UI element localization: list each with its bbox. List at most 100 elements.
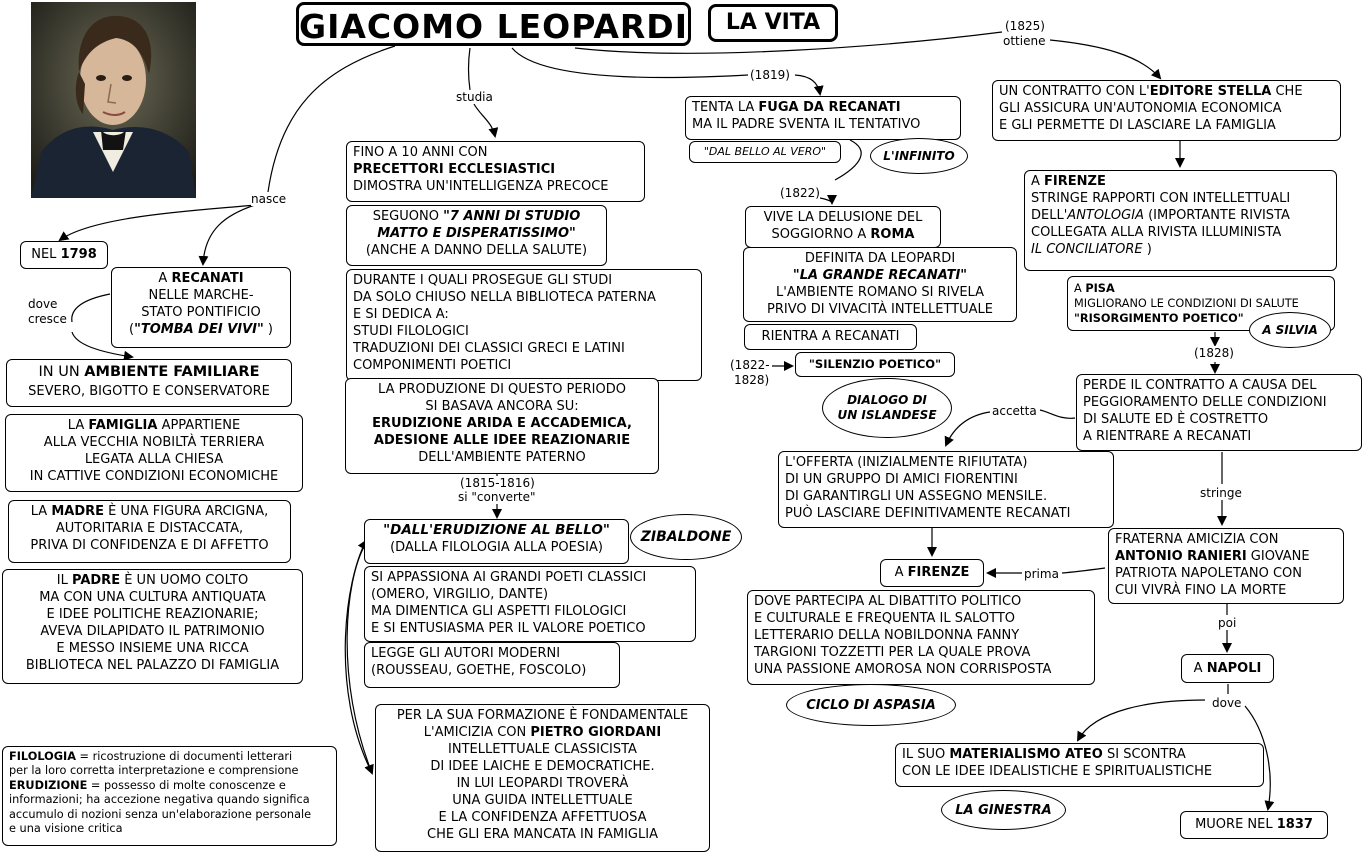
- text: PER LA SUA FORMAZIONE È FONDAMENTALE: [396, 708, 689, 723]
- text: MA CON UNA CULTURA ANTIQUATA: [39, 590, 266, 605]
- box-sette-anni: SEGUONO "7 ANNI DI STUDIO MATTO E DISPER…: [346, 205, 607, 266]
- text: APPARTIENE: [157, 418, 241, 433]
- box-materialismo: IL SUO MATERIALISMO ATEO SI SCONTRA CON …: [895, 743, 1264, 787]
- text: È UNA FIGURA ARCIGNA,: [104, 504, 269, 519]
- text: PATRIOTA NAPOLETANO CON: [1115, 566, 1302, 581]
- text: ALLA VECCHIA NOBILTÀ TERRIERA: [43, 435, 265, 450]
- label-1822-1828-a: (1822-: [730, 358, 770, 372]
- text: DELL': [1031, 208, 1068, 223]
- text-grande-recanati: "LA GRANDE RECANATI": [792, 268, 968, 283]
- label-si-converte: si "converte": [458, 490, 536, 504]
- box-grande-recanati: DEFINITA DA LEOPARDI "LA GRANDE RECANATI…: [743, 247, 1017, 322]
- box-famiglia: LA FAMIGLIA APPARTIENE ALLA VECCHIA NOBI…: [5, 414, 303, 492]
- box-precettori: FINO A 10 ANNI CON PRECETTORI ECCLESIAST…: [346, 141, 645, 202]
- text: CHE: [1271, 84, 1303, 99]
- text: informazioni; ha accezione negativa quan…: [9, 793, 310, 807]
- text: VIVE LA DELUSIONE DEL: [763, 210, 923, 225]
- text-recanati: RECANATI: [171, 271, 244, 286]
- text: DIMOSTRA UN'INTELLIGENZA PRECOCE: [353, 179, 609, 194]
- label-ottiene: ottiene: [1003, 34, 1046, 48]
- box-rientra-recanati: RIENTRA A RECANATI: [744, 324, 917, 350]
- oval-dialogo-islandese: DIALOGO DI UN ISLANDESE: [822, 378, 952, 438]
- text-filologia: FILOLOGIA: [9, 750, 76, 763]
- text-firenze: FIRENZE: [907, 565, 970, 580]
- text: e una visione critica: [9, 822, 123, 836]
- text: CHE GLI ERA MANCATA IN FAMIGLIA: [427, 827, 658, 842]
- text: E IDEE POLITICHE REAZIONARIE;: [46, 607, 259, 622]
- text: (DALLA FILOLOGIA ALLA POESIA): [390, 540, 603, 555]
- label-nasce: nasce: [251, 192, 287, 206]
- text-madre: MADRE: [51, 504, 105, 519]
- text: A: [1074, 282, 1086, 295]
- text: AUTORITARIA E DISTACCATA,: [55, 521, 244, 536]
- text: È UN UOMO COLTO: [120, 573, 249, 588]
- text: E CULTURALE E FREQUENTA IL SALOTTO: [754, 611, 1016, 626]
- box-giordani: PER LA SUA FORMAZIONE È FONDAMENTALE L'A…: [375, 704, 710, 852]
- text: accumulo di nozioni senza un'elaborazion…: [9, 807, 312, 821]
- box-dal-bello-al-vero: "DAL BELLO AL VERO": [689, 141, 841, 163]
- text-pietro-giordani: PIETRO GIORDANI: [530, 725, 662, 740]
- text: A RIENTRARE A RECANATI: [1083, 429, 1252, 444]
- text-padre: PADRE: [72, 573, 121, 588]
- text-napoli: NAPOLI: [1206, 661, 1262, 676]
- box-produzione: LA PRODUZIONE DI QUESTO PERIODO SI BASAV…: [345, 378, 659, 474]
- text: DIALOGO DI: [847, 393, 927, 407]
- text: IN CATTIVE CONDIZIONI ECONOMICHE: [29, 469, 279, 484]
- box-firenze-2: A FIRENZE: [880, 559, 984, 587]
- text: DI GARANTIRGLI UN ASSEGNO MENSILE.: [785, 489, 1048, 504]
- box-muore-1837: MUORE NEL 1837: [1180, 811, 1328, 839]
- text: IN UN: [38, 364, 85, 380]
- text: TENTA LA: [692, 100, 759, 115]
- text-antonio-ranieri: ANTONIO RANIERI: [1115, 549, 1247, 564]
- label-dove: dove: [1212, 696, 1242, 710]
- text: (: [128, 322, 135, 337]
- text: (ROUSSEAU, GOETHE, FOSCOLO): [371, 663, 587, 678]
- text: MUORE NEL: [1195, 817, 1277, 832]
- text: A: [1031, 174, 1045, 189]
- label-prima: prima: [1024, 567, 1059, 581]
- box-dall-erudizione: "DALL'ERUDIZIONE AL BELLO" (DALLA FILOLO…: [364, 519, 629, 564]
- note-definizioni: FILOLOGIA = ricostruzione di documenti l…: [2, 746, 337, 846]
- text: (IMPORTANTE RIVISTA: [1143, 208, 1290, 223]
- box-perde-contratto: PERDE IL CONTRATTO A CAUSA DEL PEGGIORAM…: [1076, 374, 1362, 451]
- text: COMPONIMENTI POETICI: [353, 358, 512, 373]
- text-risorgimento-poetico: "RISORGIMENTO POETICO": [1074, 312, 1244, 325]
- text: PRIVA DI CONFIDENZA E DI AFFETTO: [30, 538, 269, 553]
- box-editore-stella: UN CONTRATTO CON L'EDITORE STELLA CHE GL…: [992, 80, 1341, 141]
- text: SI BASAVA ANCORA SU:: [425, 399, 579, 414]
- text: SEGUONO: [372, 209, 444, 224]
- label-dove-cresce-1: dove: [28, 297, 58, 311]
- page-title: GIACOMO LEOPARDI: [296, 2, 691, 46]
- text: LA PRODUZIONE DI QUESTO PERIODO: [378, 382, 626, 397]
- text: (OMERO, VIRGILIO, DANTE): [371, 587, 549, 602]
- box-offerta: L'OFFERTA (INIZIALMENTE RIFIUTATA) DI UN…: [778, 451, 1114, 528]
- text: UN CONTRATTO CON L': [999, 84, 1150, 99]
- text: GIOVANE: [1246, 549, 1310, 564]
- text: E GLI PERMETTE DI LASCIARE LA FAMIGLIA: [999, 118, 1276, 133]
- text-editore-stella: EDITORE STELLA: [1149, 84, 1272, 99]
- text-precettori: PRECETTORI ECCLESIASTICI: [353, 162, 556, 177]
- text: MIGLIORANO LE CONDIZIONI DI SALUTE: [1074, 297, 1299, 310]
- text: DI SALUTE ED È COSTRETTO: [1083, 412, 1269, 427]
- text: STATO PONTIFICIO: [141, 305, 261, 320]
- box-ambiente-familiare: IN UN AMBIENTE FAMILIARE SEVERO, BIGOTTO…: [6, 359, 292, 407]
- text: SOGGIORNO A: [771, 227, 871, 242]
- text-roma: ROMA: [870, 227, 915, 242]
- text-firenze: FIRENZE: [1044, 174, 1106, 189]
- label-studia: studia: [456, 90, 493, 104]
- text: FRATERNA AMICIZIA CON: [1115, 532, 1279, 547]
- text-pisa: PISA: [1085, 282, 1115, 295]
- oval-a-silvia: A SILVIA: [1249, 312, 1331, 348]
- label-1819: (1819): [750, 68, 790, 82]
- box-dibattito: DOVE PARTECIPA AL DIBATTITO POLITICO E C…: [747, 590, 1095, 685]
- text: SI SCONTRA: [1102, 747, 1186, 762]
- box-madre: LA MADRE È UNA FIGURA ARCIGNA, AUTORITAR…: [8, 500, 291, 563]
- text: ): [263, 322, 274, 337]
- box-recanati: A RECANATI NELLE MARCHE- STATO PONTIFICI…: [111, 267, 291, 348]
- label-1822: (1822): [780, 186, 820, 200]
- label-1828: (1828): [1194, 346, 1234, 360]
- text: FINO A 10 ANNI CON: [353, 145, 488, 160]
- text: UN ISLANDESE: [837, 408, 937, 422]
- text: CUI VIVRÀ FINO LA MORTE: [1115, 583, 1287, 598]
- text-materialismo-ateo: MATERIALISMO ATEO: [949, 747, 1103, 762]
